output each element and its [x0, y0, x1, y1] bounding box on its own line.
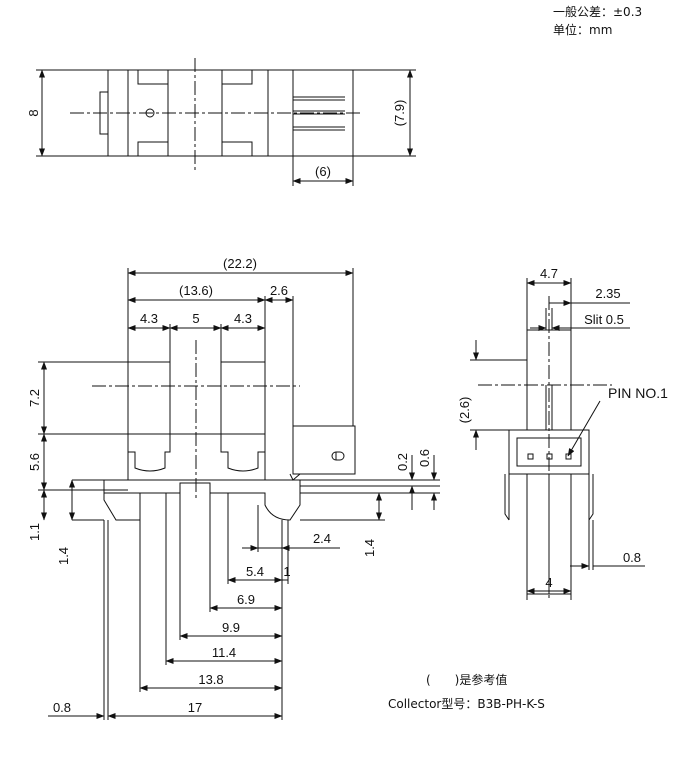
dim-9-9: 9.9 [222, 620, 240, 635]
tolerance-note: 一般公差：±0.3 [553, 5, 643, 19]
dim-11-4: 11.4 [212, 645, 236, 660]
dim-0-8: 0.8 [53, 700, 71, 715]
dim-gap: 5 [192, 311, 199, 326]
front-view [38, 268, 440, 720]
collector-note: Collector型号：B3B-PH-K-S [388, 697, 545, 711]
dim-connector: 2.6 [270, 283, 288, 298]
dim-height: 8 [26, 109, 41, 116]
dim-w1: 4.3 [140, 311, 158, 326]
dim-span: (13.6) [179, 283, 213, 298]
dim-5-4: 5.4 [246, 564, 264, 579]
dim-pin-pitch: 0.8 [623, 550, 641, 565]
dim-17: 17 [188, 700, 202, 715]
dim-f3: 1.4 [362, 539, 377, 557]
dim-w2: 4.3 [234, 311, 252, 326]
dim-side-width: 4.7 [540, 266, 558, 281]
dim-1: 1 [283, 564, 290, 579]
pin-label: PIN NO.1 [608, 385, 668, 401]
dim-t2: 0.6 [417, 449, 432, 467]
top-view [36, 58, 416, 186]
dim-f2: 1.4 [56, 547, 71, 565]
unit-note: 单位：mm [553, 23, 613, 37]
dim-f1: 1.1 [27, 523, 42, 541]
dim-side-ref: (2.6) [457, 397, 472, 424]
dim-h-lower: 5.6 [27, 453, 42, 471]
dim-overall: (22.2) [223, 256, 257, 271]
side-view [470, 278, 645, 600]
dim-side-base: 4 [545, 575, 552, 590]
reference-note: ( )是参考值 [426, 673, 508, 687]
dim-2-4: 2.4 [313, 531, 331, 546]
dim-h-upper: 7.2 [27, 389, 42, 407]
dim-slit: Slit 0.5 [584, 312, 624, 327]
dim-pin-length: (6) [315, 164, 331, 179]
dim-t1: 0.2 [395, 453, 410, 471]
dim-height-ref: (7.9) [392, 100, 407, 127]
dim-13-8: 13.8 [198, 672, 223, 687]
dim-6-9: 6.9 [237, 592, 255, 607]
dim-side-center: 2.35 [595, 286, 620, 301]
